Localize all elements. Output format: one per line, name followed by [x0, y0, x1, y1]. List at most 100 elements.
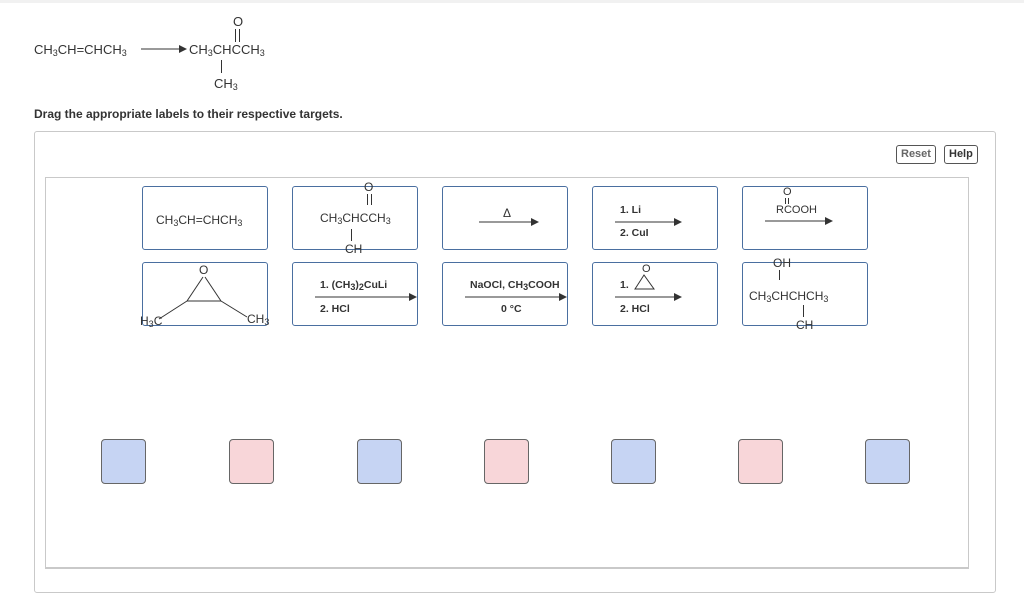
drop-target-3[interactable] — [357, 439, 402, 484]
label-peracid[interactable]: O RCOOH — [742, 186, 868, 250]
label-text: CH3CHCCH3 — [320, 211, 391, 226]
label-cuprate[interactable]: 1. (CH3)2CuLi 2. HCl — [292, 262, 418, 326]
drop-target-6[interactable] — [738, 439, 783, 484]
branch-bond — [221, 60, 222, 73]
label-part: CHCCH — [342, 211, 386, 225]
label-step1: 1. Li — [620, 204, 642, 216]
label-rcooh: RCOOH — [776, 204, 817, 216]
label-sub: 3 — [823, 294, 829, 304]
label-sub: 3 — [766, 294, 772, 304]
label-sub: 3 — [237, 218, 243, 228]
label-sub: 3 — [350, 282, 356, 292]
label-heat: Δ — [503, 206, 512, 220]
label-branch: CH — [796, 318, 814, 332]
label-sub: 3 — [148, 319, 154, 329]
reactant-part: CH — [34, 42, 53, 57]
drop-target-4[interactable] — [484, 439, 529, 484]
label-part: COOH — [528, 279, 560, 291]
label-naocl[interactable]: NaOCl, CH3COOH 0 °C — [442, 262, 568, 326]
label-step1: 1. — [620, 279, 629, 291]
label-epoxide[interactable]: O H3C CH3 — [140, 262, 270, 329]
hydroxyl-bond — [779, 270, 780, 280]
label-oxygen: O — [364, 180, 374, 194]
label-alcohol[interactable]: OH CH3CHCHCH3 CH — [742, 256, 868, 332]
carbonyl-bond — [788, 198, 789, 204]
label-step2: 2. CuI — [620, 227, 649, 239]
label-heat-arrow[interactable]: Δ — [442, 186, 568, 250]
product-part: CHCCH — [212, 42, 260, 57]
reactant-part: CH=CHCH — [57, 42, 122, 57]
top-divider — [0, 0, 1024, 3]
label-methyl-left: H3C — [140, 314, 163, 329]
label-text: CH3CHCHCH3 — [749, 289, 829, 304]
label-condition: 0 °C — [501, 303, 522, 315]
label-oxygen: O — [199, 263, 209, 277]
label-sub: 3 — [385, 216, 391, 226]
label-step2: 2. HCl — [620, 303, 650, 315]
label-text: CH3CH=CHCH3 — [156, 213, 243, 228]
branch-bond — [803, 305, 804, 317]
label-step1: 1. (CH3)2CuLi — [320, 279, 388, 292]
arrow-icon — [315, 293, 417, 301]
label-li-cui[interactable]: 1. Li 2. CuI — [592, 186, 718, 250]
label-part: H — [140, 314, 149, 328]
label-part: 1. (CH — [320, 279, 351, 291]
label-reactant[interactable]: CH3CH=CHCH3 — [142, 186, 268, 250]
carbonyl-bond — [235, 29, 236, 42]
label-branch: CH — [345, 242, 363, 256]
reactant-sub: 3 — [121, 48, 127, 58]
reset-button[interactable]: Reset — [896, 145, 936, 164]
label-sub: 3 — [337, 216, 343, 226]
carbonyl-bond — [371, 194, 372, 205]
branch-part: CH — [214, 76, 233, 91]
label-reagent: NaOCl, CH3COOH — [470, 279, 560, 292]
label-hydroxyl: OH — [773, 256, 791, 270]
reactant-sub: 3 — [52, 48, 58, 58]
label-part: CH — [749, 289, 767, 303]
product-sub: 3 — [207, 48, 213, 58]
product-branch: CH3 — [214, 76, 238, 92]
drop-target-7[interactable] — [865, 439, 910, 484]
label-part: CH — [320, 211, 338, 225]
drop-target-5[interactable] — [611, 439, 656, 484]
drop-target-1[interactable] — [101, 439, 146, 484]
label-part: CuLi — [363, 279, 388, 291]
label-sub: 3 — [173, 218, 179, 228]
product-oxygen: O — [233, 14, 244, 29]
product-sub: 3 — [259, 48, 265, 58]
label-ketone-product[interactable]: O CH3CHCCH3 CH — [292, 180, 418, 256]
label-part: CH=CHCH — [178, 213, 238, 227]
label-part: C — [153, 314, 163, 328]
arrow-icon — [479, 218, 539, 226]
label-sub: 2 — [358, 282, 364, 292]
product-formula: CH3CHCCH3 — [189, 42, 265, 58]
label-part: ) — [355, 279, 359, 291]
label-methyl-right: CH3 — [247, 312, 270, 327]
arrow-icon — [765, 217, 833, 225]
epoxide-icon — [615, 274, 682, 301]
help-button[interactable]: Help — [944, 145, 978, 164]
label-part: CHCHCH — [771, 289, 824, 303]
branch-bond — [351, 229, 352, 241]
epoxide-ring-icon — [158, 276, 248, 320]
label-part: CH — [156, 213, 174, 227]
carbonyl-bond — [239, 29, 240, 42]
carbonyl-bond — [367, 194, 368, 205]
label-epoxide-opening[interactable]: 1. O 2. HCl — [592, 262, 718, 326]
label-sub: 3 — [264, 317, 270, 327]
branch-sub: 3 — [232, 82, 238, 92]
instruction-text: Drag the appropriate labels to their res… — [34, 107, 343, 121]
label-oxygen: O — [783, 186, 792, 198]
label-oxygen: O — [642, 263, 651, 275]
label-step2: 2. HCl — [320, 303, 350, 315]
product-part: CH — [189, 42, 208, 57]
label-sub: 3 — [523, 282, 529, 292]
label-part: NaOCl, CH — [470, 279, 524, 291]
reactant-formula: CH3CH=CHCH3 — [34, 42, 127, 58]
arrow-icon — [465, 293, 567, 301]
drop-target-2[interactable] — [229, 439, 274, 484]
carbonyl-bond — [785, 198, 786, 204]
reaction-arrow-icon — [141, 45, 187, 53]
arrow-icon — [615, 218, 682, 226]
label-part: CH — [247, 312, 265, 326]
